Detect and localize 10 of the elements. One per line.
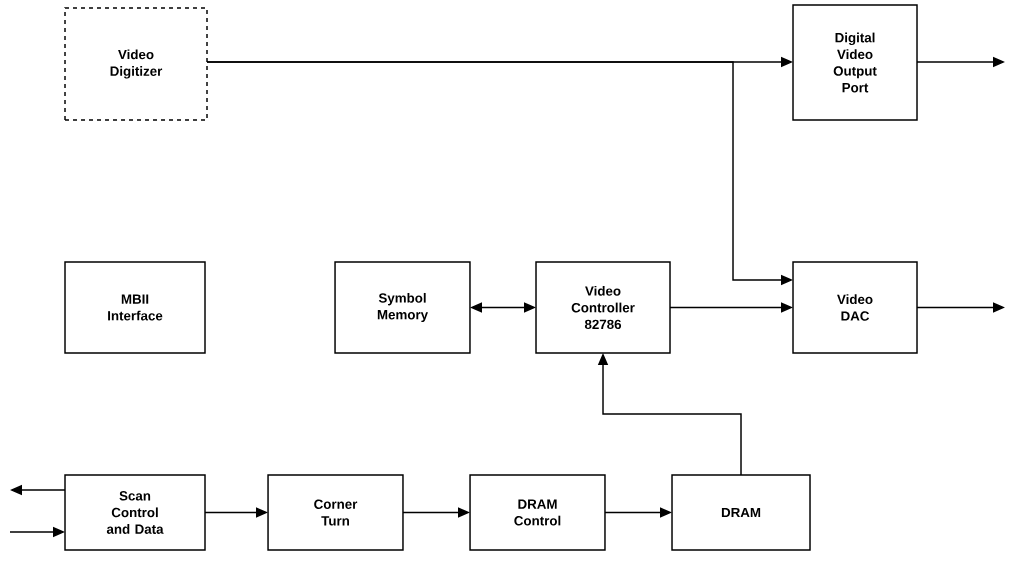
block-box: DRAM	[671, 474, 811, 551]
block-box: MBII Interface	[64, 261, 206, 354]
block-box: Digital Video Output Port	[792, 4, 918, 121]
block-box: Symbol Memory	[334, 261, 471, 354]
block-box: Video Controller 82786	[535, 261, 671, 354]
block-box: Corner Turn	[267, 474, 404, 551]
block-box: Video DAC	[792, 261, 918, 354]
block-box: Scan Control and Data	[64, 474, 206, 551]
block-box: DRAM Control	[469, 474, 606, 551]
dashed-box: Video Digitizer	[64, 7, 208, 121]
